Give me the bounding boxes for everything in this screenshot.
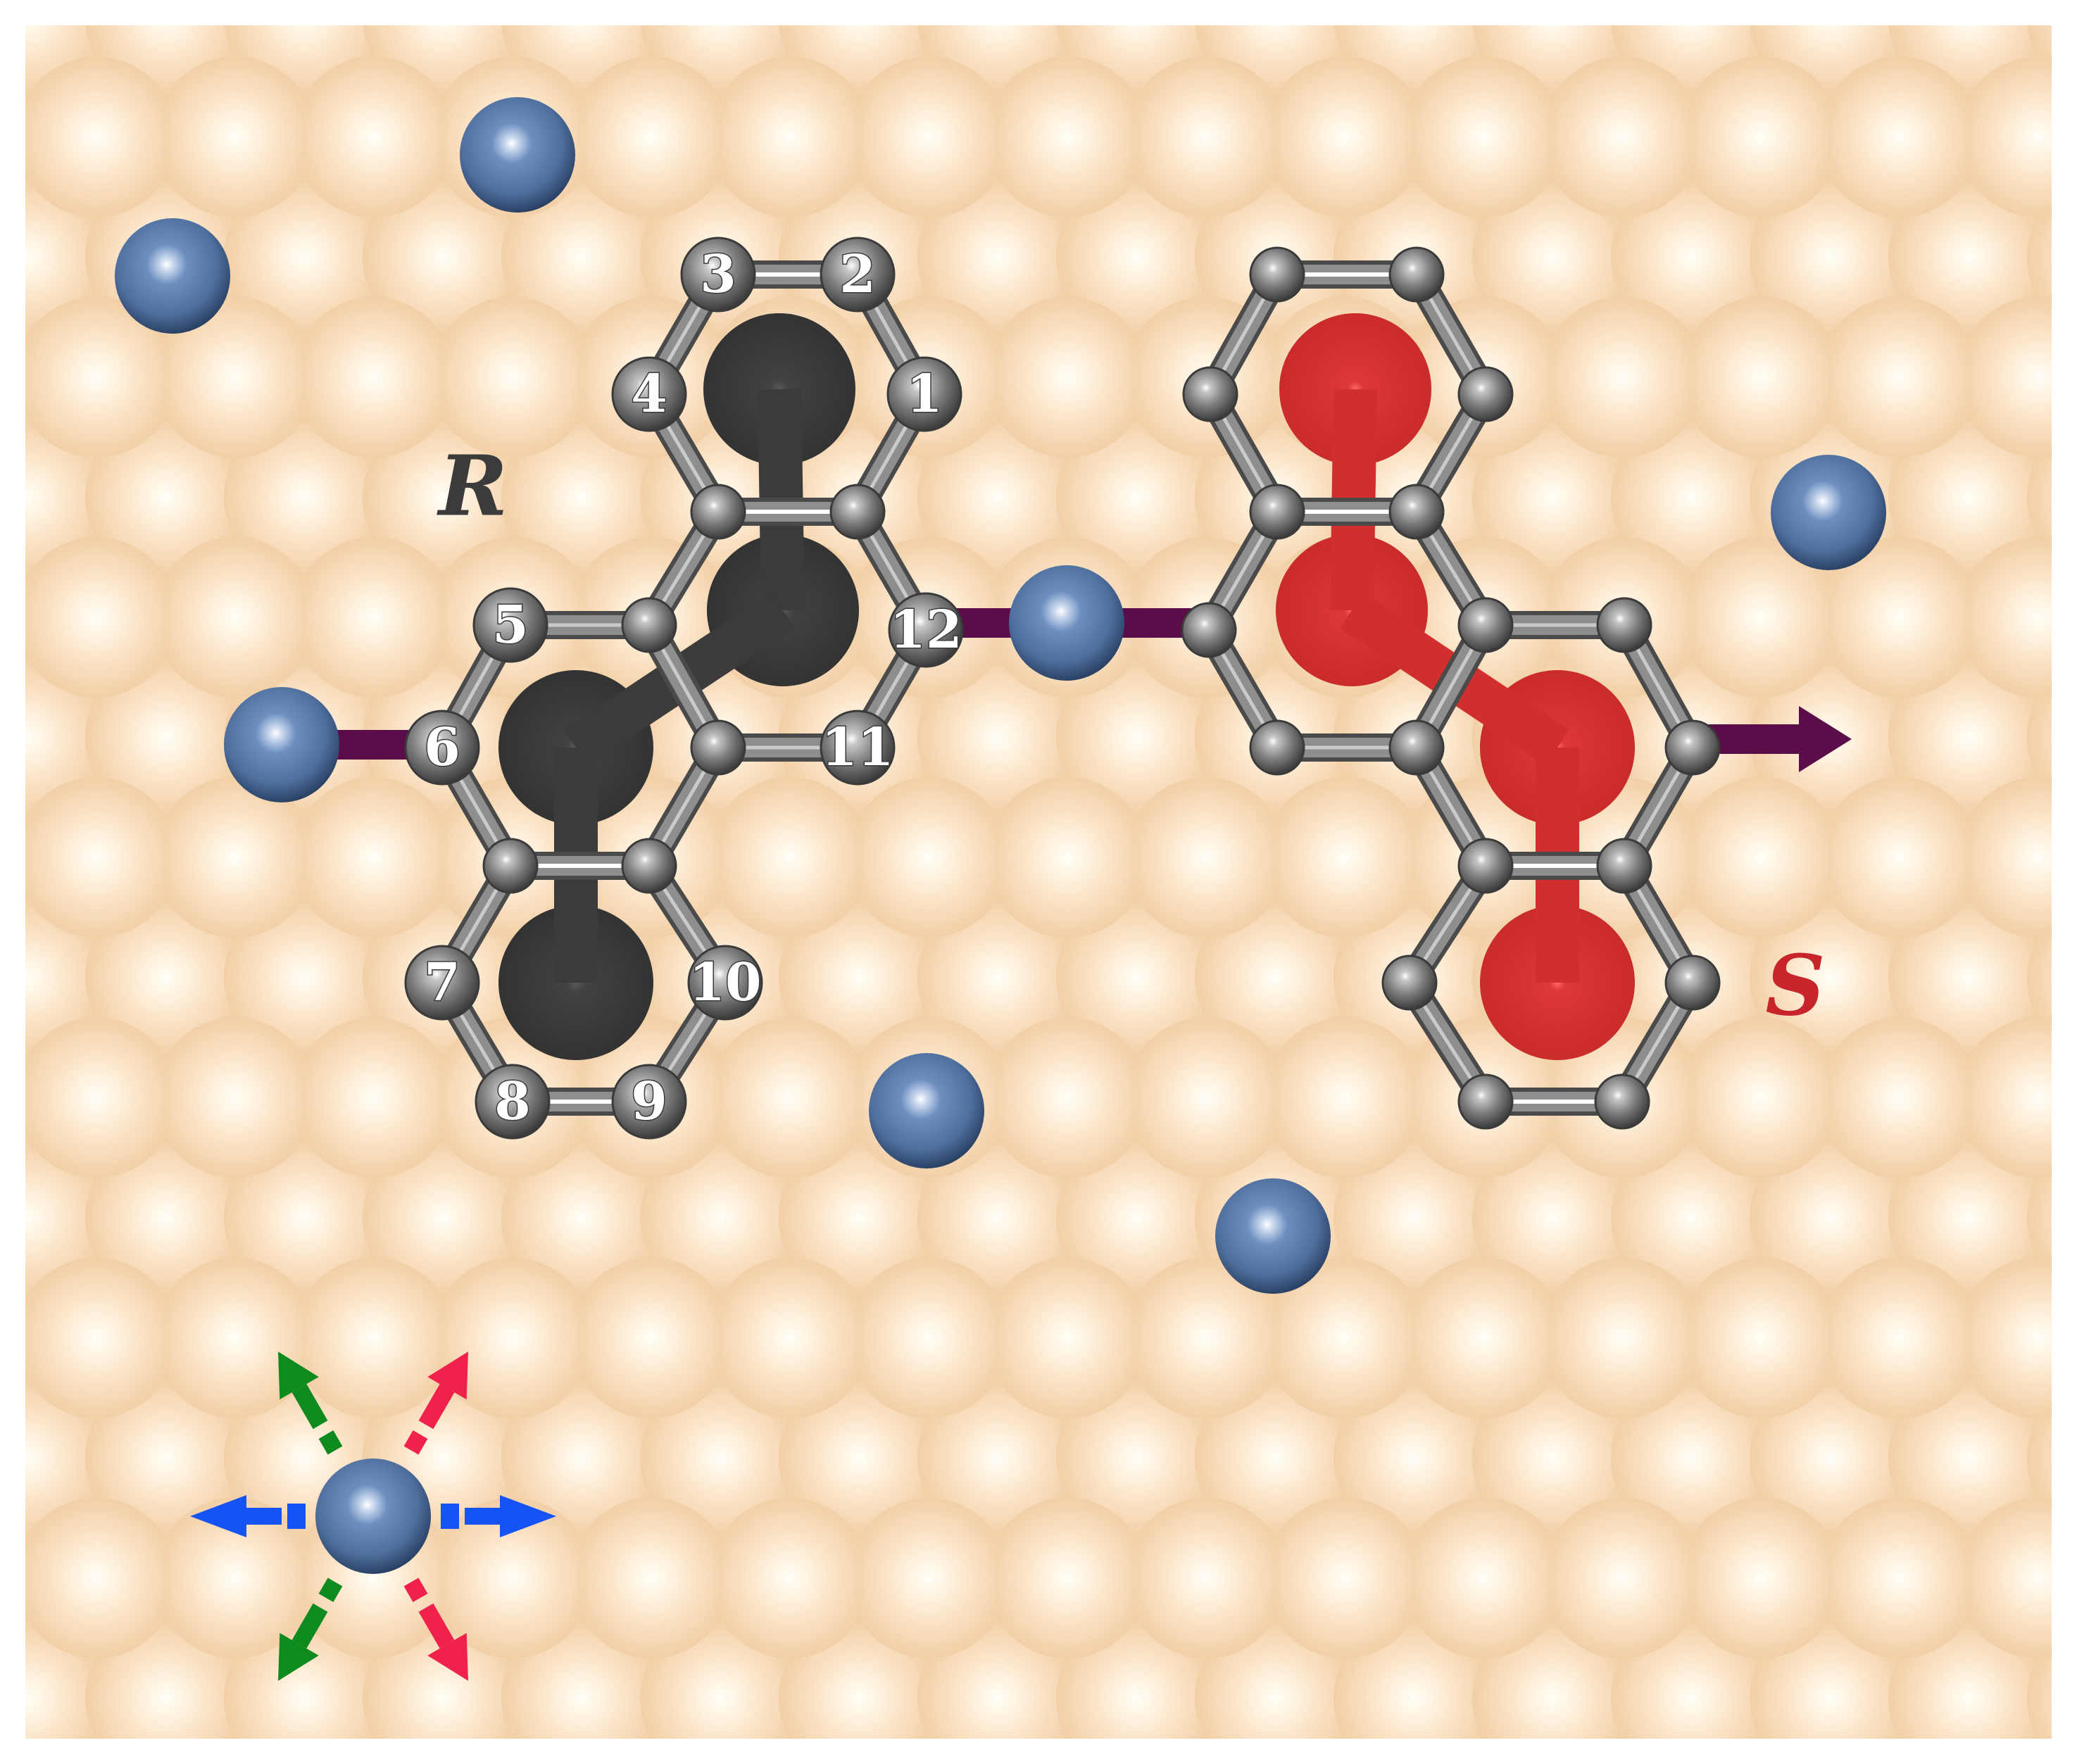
atom-label-10: 10 bbox=[689, 952, 762, 1013]
s-carbon-atom bbox=[1182, 366, 1238, 422]
legend-adatom-icon bbox=[315, 1459, 431, 1574]
chirality-label-r: R bbox=[437, 437, 508, 535]
adatom-sphere-icon bbox=[869, 1053, 984, 1168]
s-carbon-atom bbox=[1388, 246, 1445, 303]
r-carbon-atom bbox=[621, 838, 677, 894]
adatom-sphere-icon bbox=[460, 97, 575, 213]
r-carbon-atom bbox=[475, 1064, 551, 1140]
adatom-sphere-icon bbox=[224, 687, 339, 802]
atom-label-4: 4 bbox=[631, 364, 667, 424]
s-carbon-atom bbox=[1249, 484, 1305, 540]
s-carbon-atom bbox=[1664, 719, 1721, 776]
adatom-sphere-icon bbox=[1009, 565, 1124, 681]
direction-arrows-legend bbox=[190, 1352, 556, 1681]
atom-label-8: 8 bbox=[494, 1071, 531, 1132]
r-carbon-atom bbox=[680, 237, 756, 313]
r-carbon-atom bbox=[690, 719, 746, 776]
atom-label-12: 12 bbox=[890, 600, 962, 660]
s-carbon-atom bbox=[1181, 602, 1237, 658]
s-carbon-atom bbox=[1249, 719, 1305, 776]
r-carbon-atom bbox=[404, 710, 480, 786]
arrow-green-down-left-icon bbox=[278, 1577, 343, 1681]
r-carbon-atom bbox=[687, 945, 763, 1021]
r-carbon-atom bbox=[690, 484, 746, 540]
r-carbon-atom bbox=[820, 710, 896, 786]
s-carbon-atom bbox=[1457, 366, 1514, 422]
arrow-blue-left-icon bbox=[190, 1495, 306, 1537]
r-carbon-atom bbox=[611, 356, 687, 432]
atom-label-5: 5 bbox=[492, 595, 529, 655]
chirality-label-s: S bbox=[1765, 937, 1825, 1035]
s-carbon-atom bbox=[1664, 955, 1721, 1011]
s-carbon-atom bbox=[1388, 719, 1445, 776]
arrow-right-icon bbox=[1799, 706, 1852, 772]
adatom-sphere-icon bbox=[1771, 455, 1886, 570]
atom-label-6: 6 bbox=[424, 717, 460, 778]
arrow-green-up-right-icon bbox=[278, 1352, 343, 1455]
arrow-blue-right-icon bbox=[441, 1495, 556, 1537]
s-carbon-atom bbox=[1381, 955, 1438, 1011]
r-carbon-atom bbox=[888, 592, 964, 668]
s-carbon-atom bbox=[1596, 838, 1652, 894]
s-carbon-atom bbox=[1457, 838, 1514, 894]
molecule-r bbox=[404, 237, 964, 1140]
arrow-red-down-right-icon bbox=[403, 1577, 469, 1681]
atom-label-9: 9 bbox=[631, 1071, 667, 1132]
s-carbon-atom bbox=[1388, 484, 1445, 540]
r-carbon-atom bbox=[482, 838, 539, 894]
s-carbon-atom bbox=[1596, 597, 1652, 653]
r-carbon-atom bbox=[621, 597, 677, 653]
r-carbon-atom bbox=[404, 945, 480, 1021]
adatoms bbox=[115, 97, 1886, 1294]
s-carbon-atom bbox=[1457, 1073, 1514, 1130]
adatom-sphere-icon bbox=[115, 218, 230, 334]
r-carbon-atom bbox=[886, 356, 962, 432]
r-carbon-atom bbox=[820, 237, 896, 313]
r-carbon-atom bbox=[472, 587, 548, 663]
molecule-s bbox=[1181, 246, 1721, 1130]
atom-label-1: 1 bbox=[906, 364, 943, 424]
atom-label-2: 2 bbox=[839, 244, 876, 305]
substrate-surface bbox=[25, 25, 2052, 1739]
r-carbon-atom bbox=[611, 1064, 687, 1140]
r-carbon-atom bbox=[829, 484, 886, 540]
arrow-red-up-left-icon bbox=[403, 1352, 468, 1455]
atom-label-3: 3 bbox=[700, 244, 736, 305]
atom-number-labels: 1 2 3 4 5 6 7 8 9 10 11 12 bbox=[423, 244, 963, 1133]
s-carbon-atom bbox=[1594, 1073, 1650, 1130]
s-carbon-atom bbox=[1249, 246, 1305, 303]
adatom-sphere-icon bbox=[1215, 1178, 1331, 1294]
atom-label-7: 7 bbox=[424, 952, 460, 1013]
s-carbon-atom bbox=[1457, 597, 1514, 653]
atom-label-11: 11 bbox=[822, 717, 894, 778]
